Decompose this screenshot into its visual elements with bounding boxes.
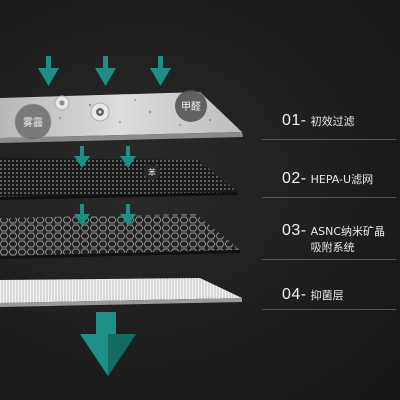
divider bbox=[262, 139, 396, 140]
layer-asnc-hex bbox=[0, 214, 240, 259]
layer-hepa-mesh bbox=[0, 158, 238, 200]
layer-name-line-1: ASNC纳米矿晶 bbox=[310, 225, 386, 238]
layer-number: 02- bbox=[282, 170, 307, 187]
layer-name: HEPA-U滤网 bbox=[310, 173, 374, 186]
incoming-arrows bbox=[38, 56, 171, 86]
inner-arrows-1 bbox=[74, 146, 136, 168]
layer-label-3: 03- ASNC纳米矿晶吸附系统 bbox=[282, 222, 385, 256]
large-down-arrow-icon bbox=[80, 312, 136, 376]
benzene-label: 苯 bbox=[148, 167, 156, 177]
layer-label-4: 04- 抑菌层 bbox=[282, 286, 344, 304]
smog-label: 雾霾 bbox=[23, 117, 43, 129]
layer-label-2: 02- HEPA-U滤网 bbox=[282, 170, 373, 188]
layer-number: 03- bbox=[282, 222, 307, 239]
teal-down-arrow-icon bbox=[120, 146, 136, 168]
divider bbox=[262, 259, 396, 260]
teal-down-arrow-icon bbox=[150, 56, 171, 86]
layer-name: ASNC纳米矿晶吸附系统 bbox=[311, 222, 385, 256]
teal-down-arrow-icon bbox=[74, 146, 90, 168]
layer-name: 抑菌层 bbox=[310, 289, 344, 302]
layer-number: 04- bbox=[282, 286, 307, 303]
formaldehyde-label: 甲醛 bbox=[181, 100, 201, 113]
teal-down-arrow-icon bbox=[38, 56, 59, 86]
layer-name-line-2: 吸附系统 bbox=[310, 241, 355, 254]
inner-arrows-2 bbox=[74, 204, 136, 226]
layer-name: 初效过滤 bbox=[310, 115, 355, 128]
divider bbox=[262, 197, 396, 198]
particle-bubble-icon bbox=[54, 95, 70, 111]
layer-label-1: 01- 初效过滤 bbox=[282, 112, 355, 130]
smog-bubble-icon bbox=[14, 103, 52, 141]
teal-down-arrow-icon bbox=[74, 204, 90, 226]
benzene-bubble-icon bbox=[144, 164, 160, 180]
layer-antibacterial bbox=[0, 278, 242, 307]
layer-number: 01- bbox=[282, 112, 307, 129]
divider bbox=[262, 309, 396, 310]
teal-down-arrow-icon bbox=[95, 56, 116, 86]
particle-bubble-icon-2 bbox=[90, 102, 110, 122]
teal-down-arrow-icon bbox=[120, 204, 136, 226]
formaldehyde-bubble-icon bbox=[175, 90, 207, 122]
